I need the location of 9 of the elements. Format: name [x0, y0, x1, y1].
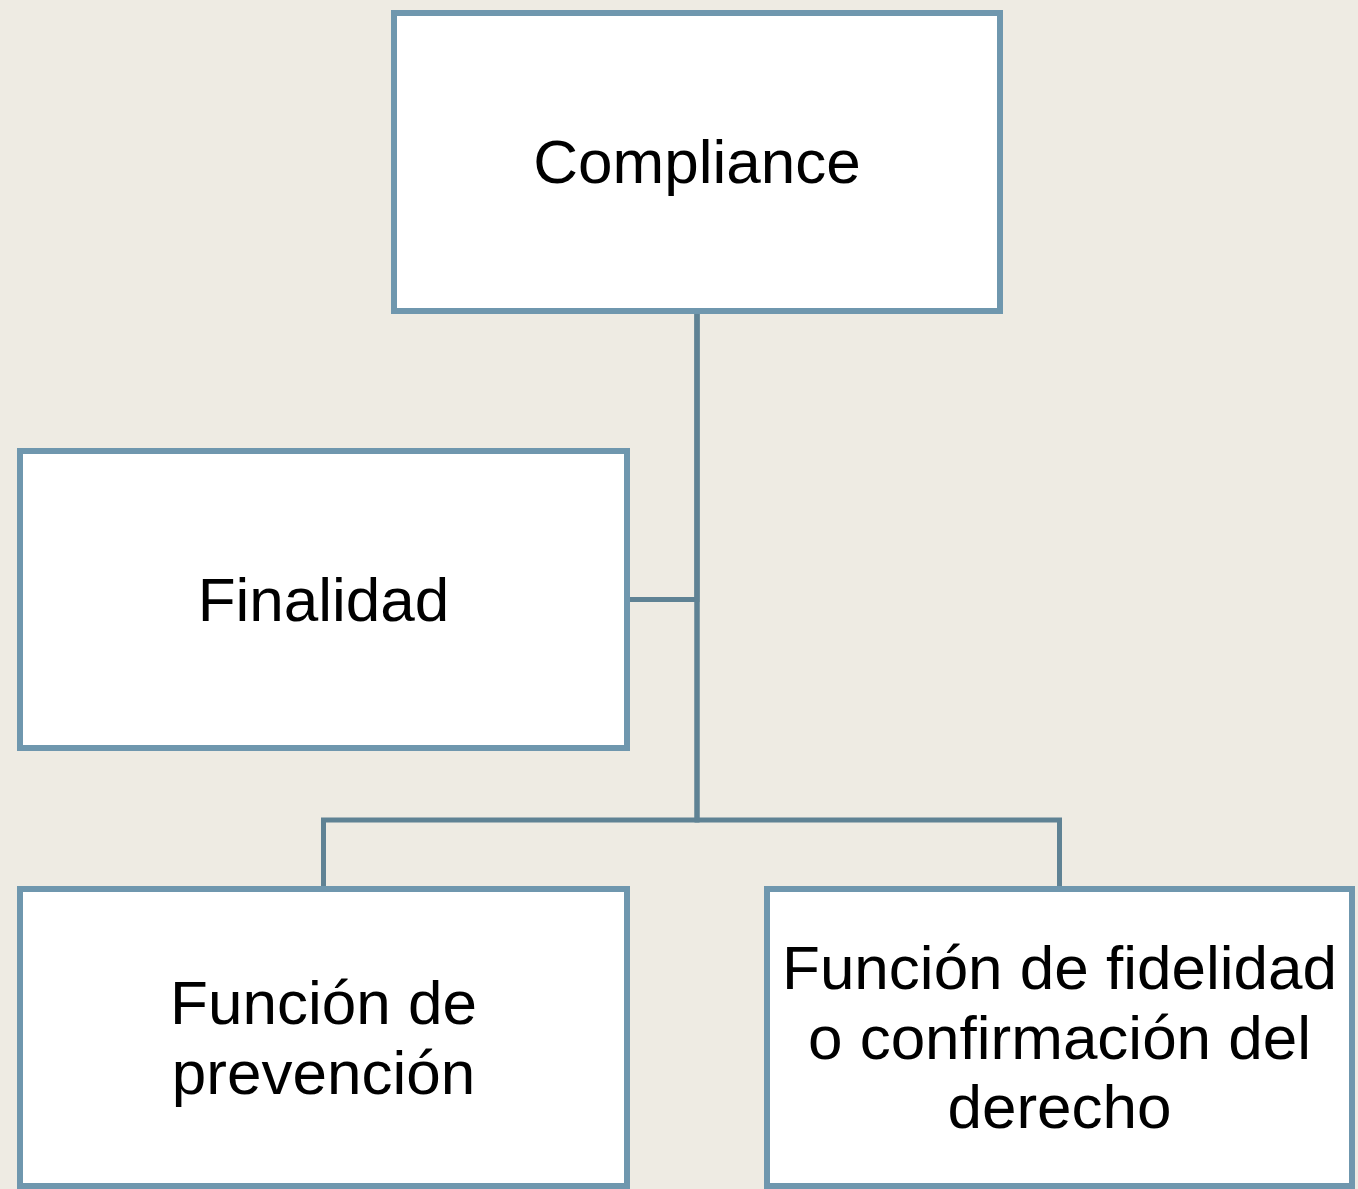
text-box: [764, 886, 1355, 1189]
text-box: [391, 10, 1003, 314]
connector-line: [694, 314, 1062, 886]
node-label: Función de prevención: [169, 968, 478, 1107]
text-box: [17, 448, 630, 751]
node-label: Función de fidelidad o confirmación del derecho: [781, 933, 1338, 1142]
node-label: Compliance: [533, 127, 861, 197]
text-box: [17, 886, 630, 1189]
node-label: Finalidad: [197, 564, 450, 635]
